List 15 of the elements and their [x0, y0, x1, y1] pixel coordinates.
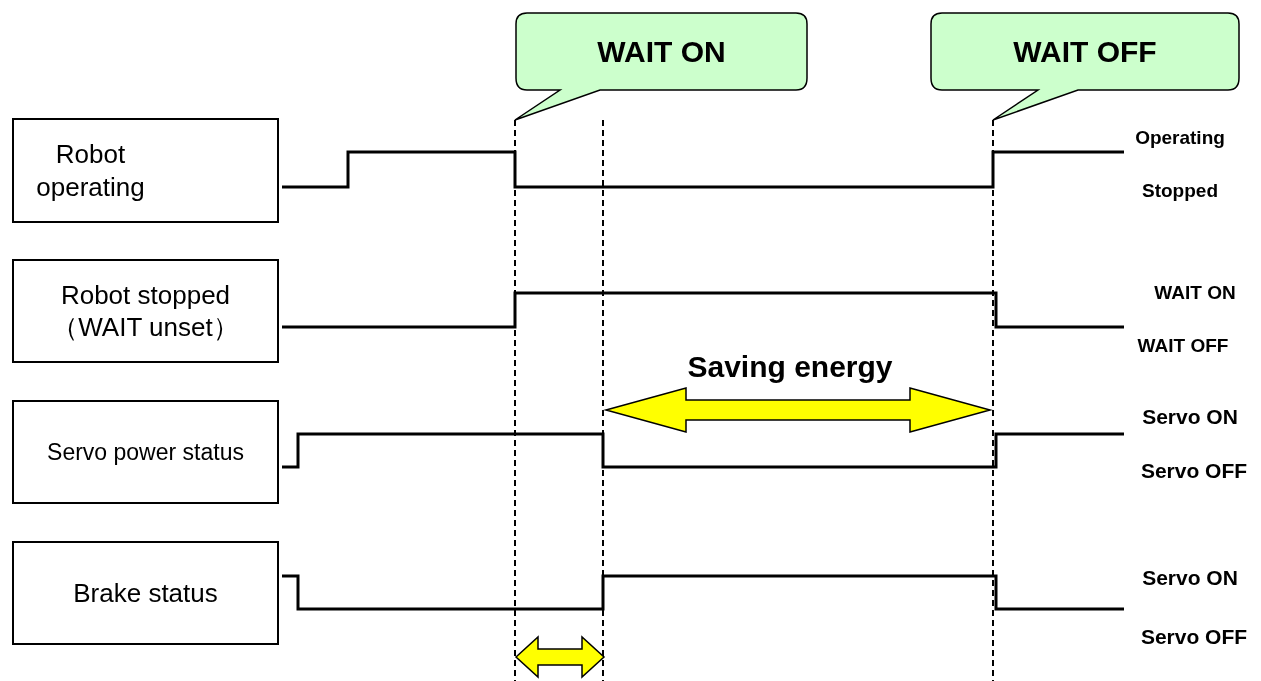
annotation-text: Saving energy: [687, 350, 893, 384]
signal-name-box: Robot stopped （WAIT unset）: [12, 259, 279, 363]
state-label: Servo OFF: [1140, 459, 1248, 483]
speech-callout: WAIT ON: [515, 12, 808, 122]
signal-name-box: Brake status: [12, 541, 279, 645]
state-label: Stopped: [1142, 180, 1218, 202]
state-label: Servo ON: [1142, 405, 1238, 429]
state-label: Operating: [1135, 127, 1225, 149]
state-label: Servo ON: [1142, 566, 1238, 590]
signal-name-box: Servo power status: [12, 400, 279, 504]
state-label: WAIT OFF: [1137, 335, 1229, 357]
state-label: Servo OFF: [1140, 625, 1248, 649]
signal-name-box: Robot operating: [12, 118, 279, 223]
state-label: WAIT ON: [1154, 282, 1236, 304]
speech-callout: WAIT OFF: [930, 12, 1240, 122]
